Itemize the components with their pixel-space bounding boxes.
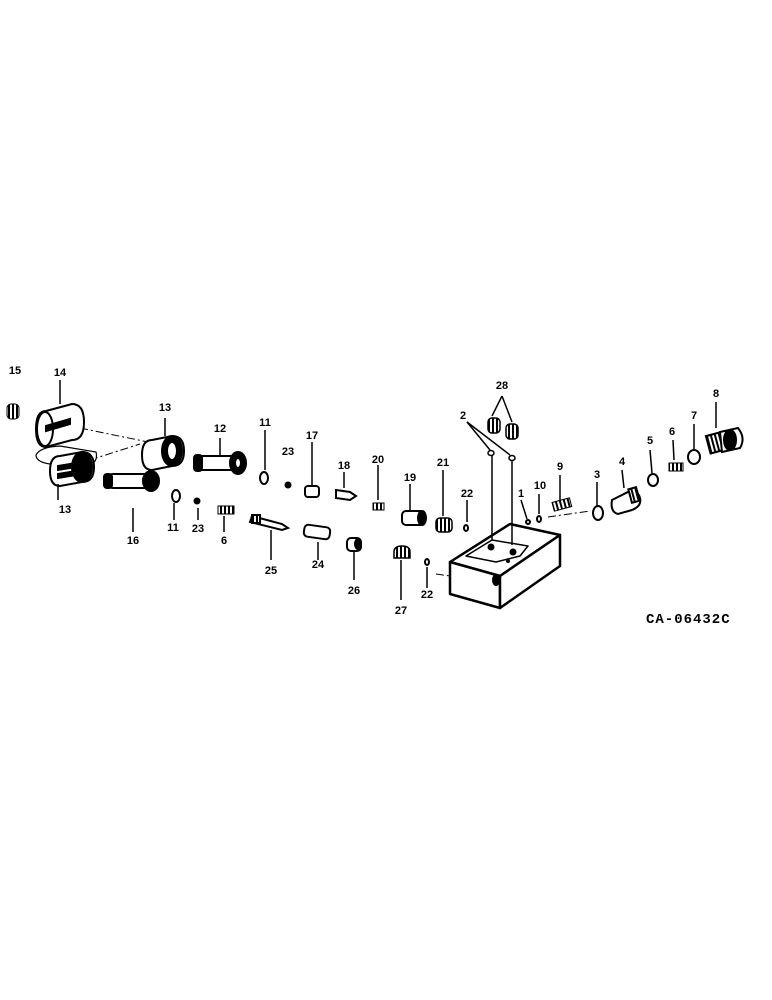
part-13-sleeve-lower xyxy=(35,445,98,488)
callout-24: 24 xyxy=(311,559,325,571)
part-28-plugs xyxy=(487,417,519,440)
callout-25: 25 xyxy=(264,565,278,577)
part-14-sleeve xyxy=(34,402,86,449)
callout-6-lower: 6 xyxy=(220,535,228,547)
callout-23-upper: 23 xyxy=(281,446,295,458)
callout-2: 2 xyxy=(459,410,467,422)
callout-11-upper: 11 xyxy=(259,417,271,429)
callout-17: 17 xyxy=(305,430,319,442)
callout-11-lower: 11 xyxy=(167,522,179,534)
callout-10: 10 xyxy=(533,480,547,492)
callout-15: 15 xyxy=(8,365,22,377)
part-17-plunger xyxy=(304,485,320,498)
callout-21: 21 xyxy=(436,457,450,469)
callout-12: 12 xyxy=(213,423,227,435)
drawing-code: CA-06432C xyxy=(646,612,731,628)
callout-6-upper: 6 xyxy=(668,426,676,438)
part-13-sleeve-upper xyxy=(140,434,186,472)
part-26-cap xyxy=(346,537,362,552)
callout-13-upper: 13 xyxy=(158,402,172,414)
part-2-balls xyxy=(487,449,516,462)
callout-27: 27 xyxy=(394,605,408,617)
callout-3: 3 xyxy=(593,469,601,481)
callout-8: 8 xyxy=(712,388,720,400)
part-27-plug xyxy=(393,545,411,559)
part-4-valve xyxy=(610,485,642,516)
valve-body-block xyxy=(448,522,562,610)
o-rings xyxy=(171,449,701,566)
part-25-pin xyxy=(248,514,291,532)
callout-5: 5 xyxy=(646,435,654,447)
callout-18: 18 xyxy=(337,460,351,472)
part-12-spool xyxy=(193,451,247,475)
callout-20: 20 xyxy=(371,454,385,466)
callout-23-lower: 23 xyxy=(191,523,205,535)
callout-1: 1 xyxy=(517,488,525,500)
part-21-plug xyxy=(435,517,453,533)
callout-14: 14 xyxy=(53,367,67,379)
part-16-spool xyxy=(103,470,160,492)
part-23-balls xyxy=(193,481,292,505)
callout-7: 7 xyxy=(690,410,698,422)
part-18-poppet xyxy=(335,488,358,502)
callout-22-lower: 22 xyxy=(420,589,434,601)
callout-22-upper: 22 xyxy=(460,488,474,500)
callout-9: 9 xyxy=(556,461,564,473)
part-15-nut xyxy=(6,403,20,420)
part-8-fitting xyxy=(704,426,744,455)
callout-26: 26 xyxy=(347,585,361,597)
callout-13-lower: 13 xyxy=(58,504,72,516)
leader-lines xyxy=(57,380,717,600)
part-24-sleeve xyxy=(302,523,332,541)
part-19-cap xyxy=(401,510,427,526)
springs xyxy=(217,462,684,515)
callout-28: 28 xyxy=(495,380,509,392)
callout-16: 16 xyxy=(126,535,140,547)
callout-4: 4 xyxy=(618,456,626,468)
callout-19: 19 xyxy=(403,472,417,484)
